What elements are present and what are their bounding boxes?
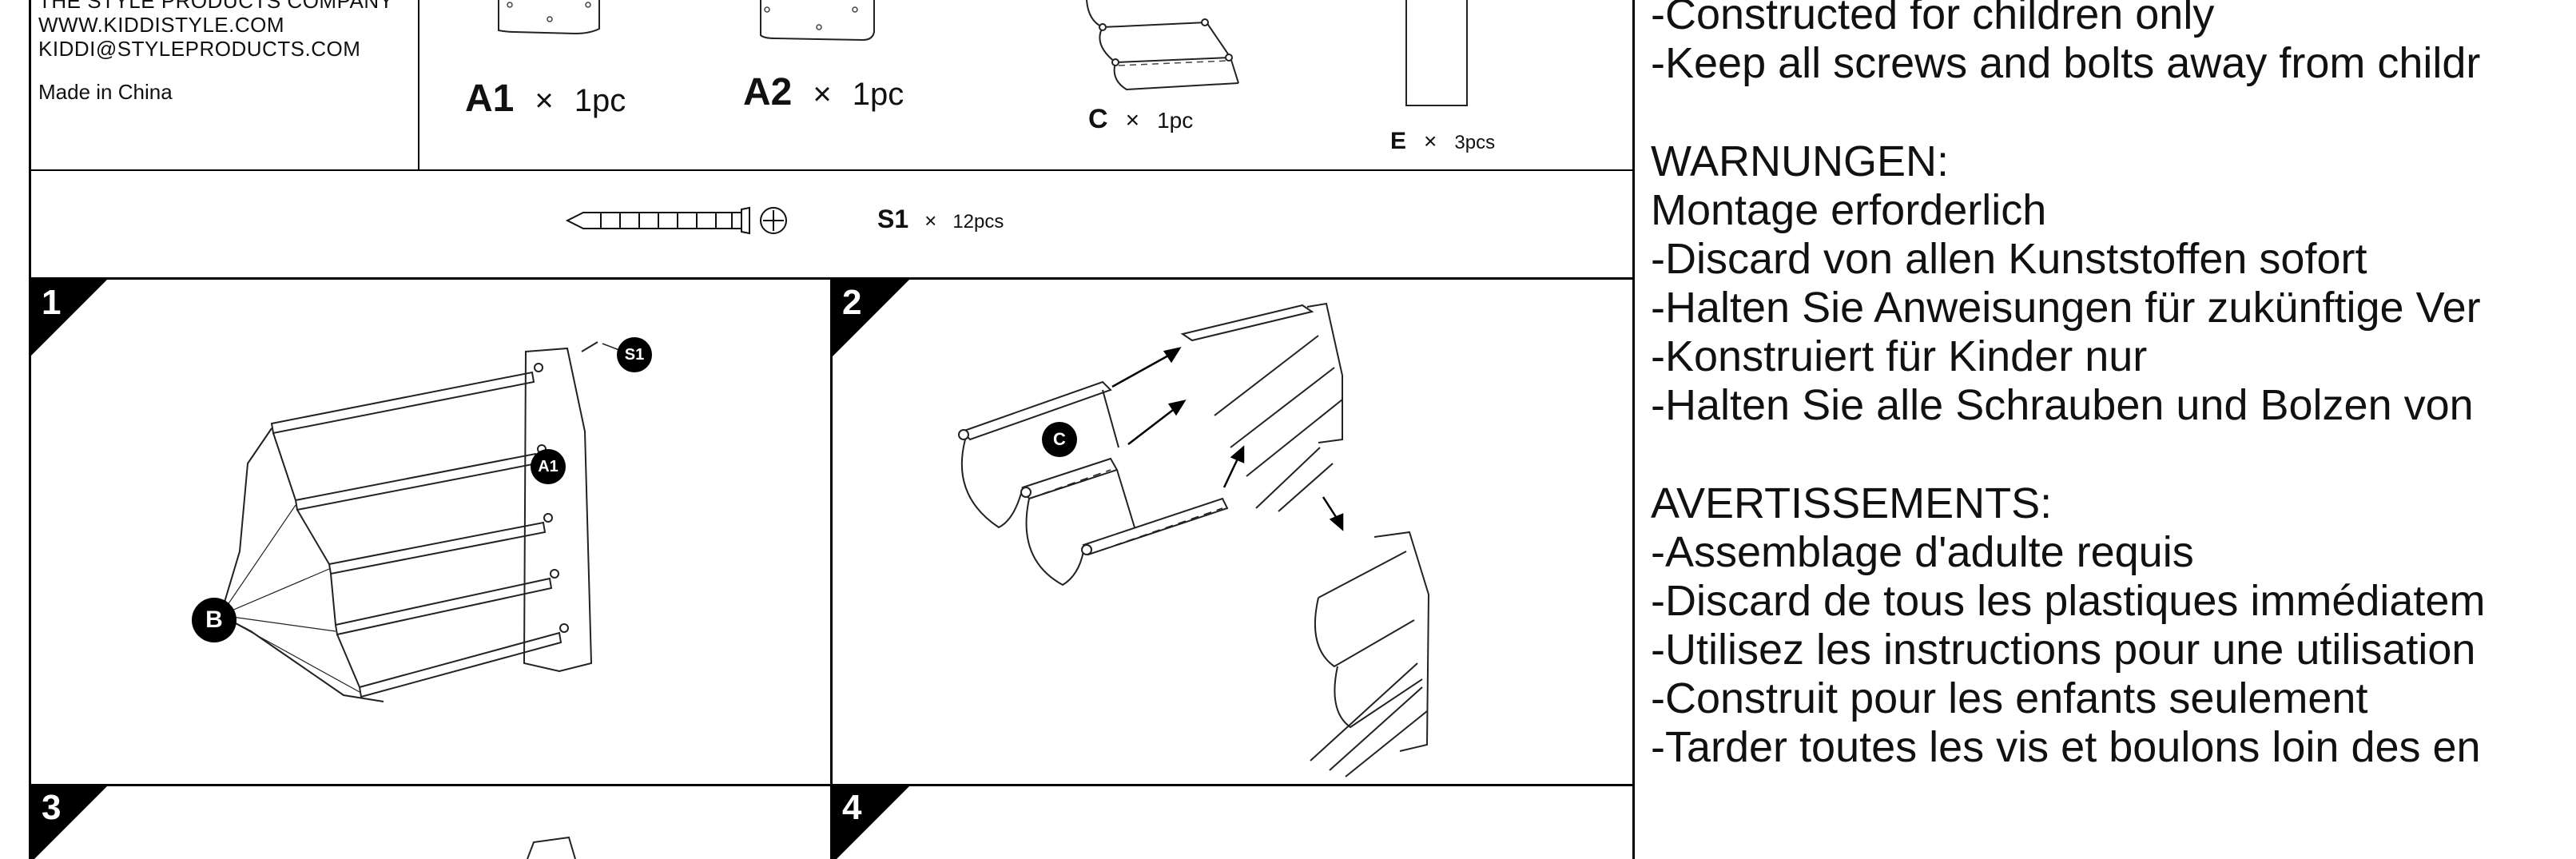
steps-middle-divider bbox=[830, 277, 833, 859]
callout-a1: A1 bbox=[531, 449, 566, 484]
step-4-corner bbox=[833, 786, 909, 859]
warnings-de-heading: WARNUNGEN: bbox=[1651, 137, 1949, 185]
warning-de-line-5: -Halten Sie alle Schrauben und Bolzen vo… bbox=[1651, 381, 2474, 429]
frame-left-border bbox=[29, 0, 31, 859]
warning-fr-line-2: -Discard de tous les plastiques immédiat… bbox=[1651, 577, 2486, 625]
header-bottom-line bbox=[29, 169, 1634, 171]
warning-de-line-2: -Discard von allen Kunststoffen sofort bbox=[1651, 235, 2367, 283]
part-c-drawing bbox=[1086, 0, 1239, 91]
part-quantity: 3pcs bbox=[1454, 132, 1496, 153]
times-symbol: × bbox=[1125, 107, 1140, 133]
step-1-number: 1 bbox=[42, 283, 62, 322]
part-a1-drawing bbox=[498, 0, 600, 35]
times-symbol: × bbox=[924, 209, 937, 233]
steps-row-divider bbox=[29, 784, 1634, 786]
callout-s1: S1 bbox=[617, 337, 652, 372]
part-quantity: 1pc bbox=[1157, 108, 1194, 133]
part-code: E bbox=[1390, 128, 1407, 154]
company-name: THE STYLE PRODUCTS COMPANY bbox=[38, 0, 394, 13]
company-email: KIDDI@STYLEPRODUCTS.COM bbox=[38, 37, 361, 61]
company-website: WWW.KIDDISTYLE.COM bbox=[38, 13, 284, 37]
made-in-label: Made in China bbox=[38, 80, 173, 104]
company-block: THE STYLE PRODUCTS COMPANY WWW.KIDDISTYL… bbox=[38, 0, 393, 61]
times-symbol: × bbox=[535, 83, 554, 118]
warning-fr-line-5: -Tarder toutes les vis et boulons loin d… bbox=[1651, 723, 2481, 771]
callout-c: C bbox=[1042, 422, 1077, 457]
warning-de-line-3: -Halten Sie Anweisungen für zukünftige V… bbox=[1651, 284, 2481, 332]
header-column-divider bbox=[418, 0, 419, 171]
warning-de-line-4: -Konstruiert für Kinder nur bbox=[1651, 332, 2148, 380]
times-symbol: × bbox=[1424, 129, 1437, 153]
step-2-illustration bbox=[958, 302, 1430, 777]
frame-center-divider bbox=[1632, 0, 1635, 859]
warning-fr-line-4: -Construit pour les enfants seulement bbox=[1651, 674, 2368, 722]
part-code: A1 bbox=[465, 78, 515, 120]
warning-fr-line-1: -Assemblage d'adulte requis bbox=[1651, 528, 2194, 576]
part-label-c: C × 1pc bbox=[1088, 104, 1193, 135]
step-3-illustration bbox=[527, 836, 576, 859]
warning-en-line-1: -Constructed for children only bbox=[1651, 0, 2215, 38]
part-a2-drawing bbox=[760, 0, 875, 42]
screw-icon bbox=[565, 206, 787, 235]
step-2-number: 2 bbox=[842, 283, 862, 322]
step-3-number: 3 bbox=[42, 788, 62, 827]
hardware-code: S1 bbox=[877, 205, 909, 233]
warning-de-line-1: Montage erforderlich bbox=[1651, 186, 2047, 234]
part-e-drawing bbox=[1405, 0, 1468, 106]
hardware-label-s1: S1 × 12pcs bbox=[877, 205, 1004, 234]
times-symbol: × bbox=[813, 77, 832, 112]
hardware-quantity: 12pcs bbox=[952, 211, 1004, 233]
step-1-illustration bbox=[219, 341, 624, 702]
part-label-e: E × 3pcs bbox=[1390, 128, 1495, 155]
warnings-fr-heading: AVERTISSEMENTS: bbox=[1651, 479, 2053, 527]
part-label-a1: A1 × 1pc bbox=[465, 77, 626, 121]
part-code: A2 bbox=[743, 71, 793, 113]
step-3-corner bbox=[30, 786, 107, 859]
callout-b: B bbox=[192, 598, 237, 642]
part-quantity: 1pc bbox=[574, 83, 626, 118]
part-label-a2: A2 × 1pc bbox=[743, 70, 904, 114]
step-1-corner bbox=[30, 280, 107, 356]
step-4-number: 4 bbox=[842, 788, 862, 827]
warning-fr-line-3: -Utilisez les instructions pour une util… bbox=[1651, 626, 2476, 674]
warning-en-line-2: -Keep all screws and bolts away from chi… bbox=[1651, 39, 2481, 87]
step-2-corner bbox=[833, 280, 909, 356]
part-quantity: 1pc bbox=[852, 77, 904, 112]
part-code: C bbox=[1088, 104, 1108, 134]
